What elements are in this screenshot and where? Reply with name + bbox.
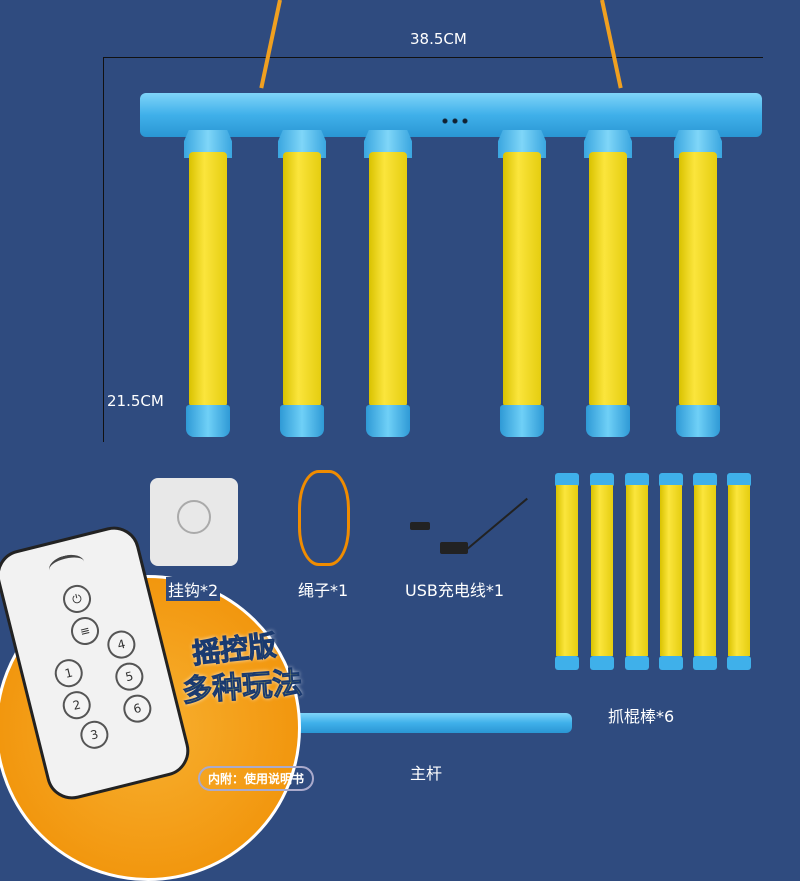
spare-stick [659, 473, 683, 670]
remote-button-2[interactable]: 2 [59, 688, 94, 723]
grab-stick [184, 130, 232, 437]
width-dimension-line [103, 57, 763, 58]
spare-stick [590, 473, 614, 670]
indicator-lights [440, 118, 470, 124]
grab-stick [278, 130, 326, 437]
promo-line2: 多种玩法 [181, 665, 304, 710]
width-label: 38.5CM [410, 30, 467, 48]
main-bar [140, 93, 762, 137]
menu-button[interactable]: ≡ [68, 614, 102, 648]
main-bar-label: 主杆 [410, 764, 443, 783]
grab-stick [584, 130, 632, 437]
spare-stick [693, 473, 717, 670]
height-dimension-line [103, 57, 104, 442]
usb-cable-icon [405, 470, 545, 560]
spare-stick [555, 473, 579, 670]
manual-note: 内附：使用说明书 [198, 766, 315, 791]
power-button[interactable]: ⏻ [60, 581, 95, 616]
rope-label: 绳子*1 [298, 581, 349, 600]
rope-right [600, 0, 623, 89]
grab-stick [498, 130, 546, 437]
remote-button-1[interactable]: 1 [51, 656, 86, 691]
main-bar-preview [287, 713, 572, 733]
remote-button-5[interactable]: 5 [112, 659, 147, 694]
remote-button-3[interactable]: 3 [77, 717, 112, 752]
hook-label: 挂钩*2 [166, 577, 221, 601]
spare-stick [727, 473, 751, 670]
signal-icon [46, 551, 87, 581]
height-label: 21.5CM [107, 392, 164, 410]
grab-stick [364, 130, 412, 437]
grab-stick [674, 130, 722, 437]
usb-label: USB充电线*1 [405, 581, 505, 600]
spare-stick [625, 473, 649, 670]
sticks-label: 抓棍棒*6 [608, 707, 675, 726]
rope-left [259, 0, 282, 89]
remote-button-6[interactable]: 6 [120, 691, 155, 726]
rope-icon [298, 470, 350, 566]
remote-button-4[interactable]: 4 [104, 627, 139, 662]
hook-icon [150, 478, 238, 566]
